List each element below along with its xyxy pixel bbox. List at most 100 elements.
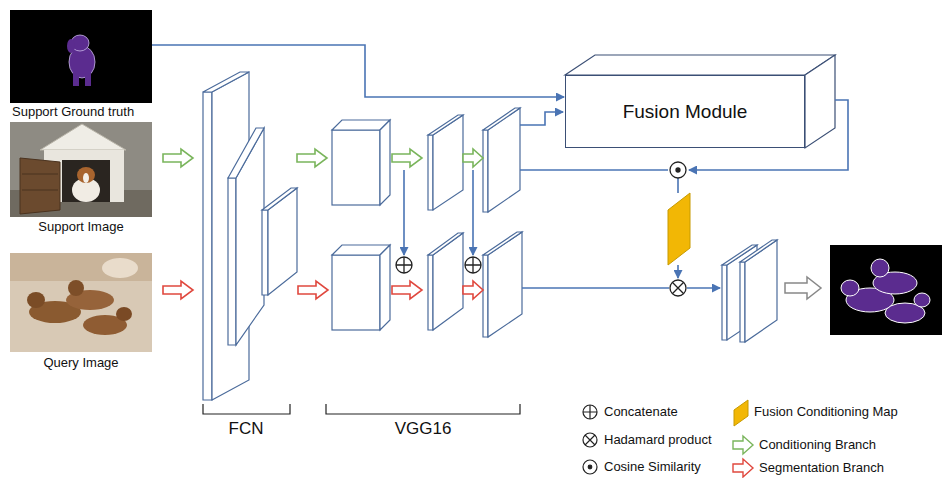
- query-photo-part: [10, 253, 152, 352]
- bracket-part: [203, 404, 290, 414]
- data-wires-part: [677, 178, 679, 193]
- query-photo-part: [68, 280, 84, 296]
- feature-maps-part: [428, 255, 433, 330]
- legend-row: Segmentation Branch: [759, 460, 884, 476]
- concat-operators-part: [396, 257, 412, 273]
- feature-maps-part: [483, 232, 522, 255]
- legend-symbols: [583, 405, 597, 474]
- vgg-blocks-part: [332, 130, 380, 205]
- decoder-maps-part: [722, 265, 727, 340]
- conditioning-map: [668, 193, 690, 265]
- vgg-blocks-part: [380, 120, 390, 205]
- legend-text: Concatenate: [604, 404, 678, 420]
- support-photo-part: [77, 167, 95, 183]
- feature-maps-part: [428, 135, 433, 210]
- data-wires-part: [522, 287, 669, 289]
- cosine-operator-part: [670, 162, 686, 178]
- fcn-layers-part: [228, 178, 236, 345]
- legend-symbols-part: [583, 405, 597, 419]
- output-arrow-part: [785, 277, 821, 299]
- legend-segmentation-arrow-part: [733, 459, 753, 477]
- decoder-maps: [722, 240, 777, 342]
- fcn-layers-part: [203, 72, 249, 92]
- module-bracket-label: FCN: [229, 419, 264, 439]
- data-wires-part: [677, 265, 679, 278]
- module-box: Fusion Module: [565, 75, 805, 148]
- cosine-operator: [670, 162, 686, 178]
- feature-maps-part: [483, 255, 488, 337]
- legend-conditioning-arrow-part: [733, 436, 753, 454]
- query-photo-part: [102, 258, 138, 278]
- feature-maps-part: [483, 108, 520, 130]
- legend-text: Hadamard product: [604, 432, 712, 448]
- ground-truth-image-part: [73, 72, 79, 86]
- image-panel: Support Ground truth: [10, 10, 152, 121]
- legend-conditioning-arrow: [733, 436, 753, 454]
- data-wires-part: [472, 170, 474, 255]
- data-wires-part: [403, 170, 405, 255]
- query-photo-part: [27, 292, 45, 308]
- output-mask-part-part: [914, 293, 930, 307]
- legend-swatch-shape: [734, 400, 748, 426]
- data-wires-part: [687, 287, 720, 289]
- segmentation-arrows-part: [463, 281, 483, 299]
- legend-row: Cosine Similarity: [604, 459, 701, 475]
- image-panel: Query Image: [10, 253, 152, 373]
- fusion-box-depth-part: [565, 55, 835, 75]
- module-bracket-label: VGG16: [395, 419, 452, 439]
- support-photo-part: [40, 124, 126, 150]
- output-arrow: [785, 277, 821, 299]
- ground-truth-image-part: [67, 39, 75, 53]
- feature-maps-part: [428, 115, 463, 135]
- hadamard-operator-part: [670, 280, 686, 296]
- data-wires-part: [520, 169, 668, 171]
- concat-operators-part: [396, 257, 412, 273]
- legend-symbols-part: [585, 435, 595, 445]
- output-mask-part: [830, 245, 942, 335]
- support-photo-part: [20, 158, 60, 214]
- conditioning-arrows-part: [463, 149, 483, 167]
- data-wires-part: [520, 112, 563, 125]
- image-caption: Query Image: [10, 355, 152, 370]
- concat-operators-part: [465, 257, 481, 273]
- output-mask-part-part: [841, 280, 859, 296]
- module-name: Fusion Module: [623, 101, 748, 123]
- legend-swatch: [733, 399, 749, 427]
- bracket-part: [326, 404, 520, 414]
- decoder-maps-part: [740, 262, 745, 342]
- query-photo: [10, 253, 152, 352]
- legend-text: Cosine Similarity: [604, 459, 701, 475]
- concat-operators-part: [465, 257, 481, 273]
- label-holder: VGG16: [395, 419, 452, 439]
- legend-row: Hadamard product: [604, 432, 712, 448]
- support-photo-part: [10, 122, 152, 217]
- fusion-box-depth: [565, 55, 835, 148]
- segmentation-arrows-part: [298, 281, 328, 299]
- legend-text: Fusion Conditioning Map: [754, 404, 898, 420]
- feature-maps-part: [483, 130, 488, 212]
- ground-truth-image-part: [10, 10, 152, 103]
- fcn-layers-part: [228, 128, 264, 178]
- cosine-operator-part: [676, 168, 680, 172]
- bracket: [203, 404, 520, 414]
- conditioning-map-part: [668, 193, 690, 265]
- fusion-box-depth-part: [805, 55, 835, 148]
- fcn-layers-part: [262, 210, 268, 295]
- segmentation-arrows-part: [392, 281, 422, 299]
- support-photo: [10, 122, 152, 217]
- legend-text: Conditioning Branch: [759, 437, 876, 453]
- legend-text: Segmentation Branch: [759, 460, 884, 476]
- legend-row: Fusion Conditioning Map: [754, 404, 898, 420]
- legend-row: Conditioning Branch: [759, 437, 876, 453]
- legend-symbols-part: [583, 433, 597, 447]
- image-caption: Support Image: [10, 219, 152, 234]
- feature-maps-part: [428, 233, 463, 255]
- feature-maps: [428, 108, 522, 337]
- legend-symbols-part: [588, 465, 592, 469]
- segmentation-arrows: [163, 281, 483, 299]
- concat-operators: [396, 257, 481, 273]
- label-holder: FCN: [229, 419, 264, 439]
- support-photo-part: [83, 173, 89, 183]
- hadamard-operator-part: [672, 282, 683, 293]
